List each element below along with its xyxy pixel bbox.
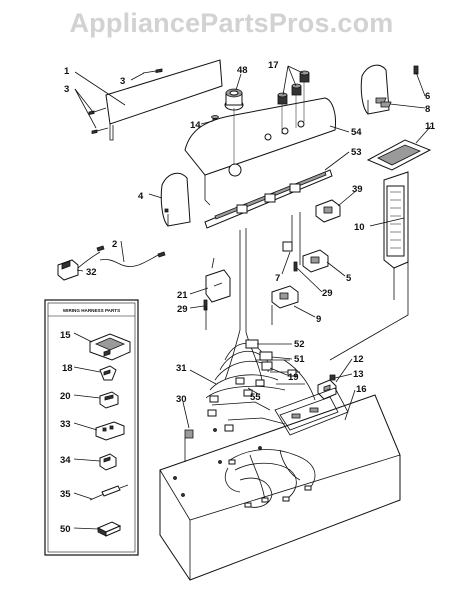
callout-21: 21 [177,290,188,301]
callout-1: 1 [64,66,70,77]
dryer-top-panel [159,387,401,581]
callout-9: 9 [316,314,321,325]
connector-50 [96,521,122,537]
connector-20 [99,391,119,409]
callout-51: 51 [294,354,305,365]
main-wire-harness [205,329,316,432]
callout-54: 54 [351,127,362,138]
console-to-base-wiring [205,212,409,361]
connector-35 [89,484,129,501]
connector-15 [89,333,131,361]
callout-11: 11 [425,121,436,132]
callout-6: 6 [425,91,430,102]
callout-19: 19 [288,372,299,383]
callout-7: 7 [275,273,280,284]
terminal-block [317,379,337,400]
switch-9 [271,285,299,309]
rear-console-panel [105,59,223,141]
callout-labels: 1 2 3 3 4 5 6 7 8 9 10 11 12 13 14 15 16… [60,60,436,535]
callout-52: 52 [294,339,305,350]
callout-32: 32 [86,267,97,278]
callout-53: 53 [351,147,362,158]
callout-3-b: 3 [64,84,69,95]
callout-55: 55 [250,392,261,403]
timer-motor [203,257,231,311]
callout-17: 17 [268,60,279,71]
callout-16: 16 [356,384,367,395]
callout-8: 8 [425,104,430,115]
callout-50: 50 [60,524,71,535]
connector-18 [99,365,117,381]
callout-18: 18 [62,363,73,374]
callout-39: 39 [352,184,363,195]
control-console [184,82,336,206]
harness-32 [57,245,105,281]
lens [366,139,432,171]
switch-bracket [204,169,333,229]
callout-13: 13 [353,369,364,380]
callout-34: 34 [60,455,71,466]
push-buttons [277,70,310,105]
callout-12: 12 [353,354,364,365]
callout-14: 14 [190,120,201,131]
leader-lines [74,65,432,429]
small-switch-7 [282,241,298,272]
clip-30 [184,429,194,462]
callout-5: 5 [346,273,352,284]
callout-2: 2 [112,239,117,250]
grommet-13 [329,374,336,381]
callout-4: 4 [138,191,144,202]
connector-33 [95,421,125,441]
base-wire-harness [224,449,316,508]
wiring-harness-parts-inset: WIRING HARNESS PARTS [44,299,139,556]
callout-31: 31 [176,363,187,374]
end-cap-clips [375,65,419,108]
timer-knob [224,88,244,111]
callout-29-a: 29 [322,288,333,299]
callout-33: 33 [60,419,71,430]
inset-title: WIRING HARNESS PARTS [63,308,120,313]
wire-cord [99,251,166,267]
callout-3-a: 3 [120,76,125,87]
callout-35: 35 [60,489,71,500]
connector-34 [99,453,117,471]
switch-39 [315,199,341,223]
callout-15: 15 [60,330,71,341]
callout-10: 10 [354,222,365,233]
callout-20: 20 [60,391,71,402]
callout-29-b: 29 [177,304,188,315]
callout-48: 48 [237,65,248,76]
callout-30: 30 [176,394,187,405]
switch-5 [302,249,329,273]
watermark: AppliancePartsPros.com [69,8,394,38]
left-end-cap [160,172,191,227]
